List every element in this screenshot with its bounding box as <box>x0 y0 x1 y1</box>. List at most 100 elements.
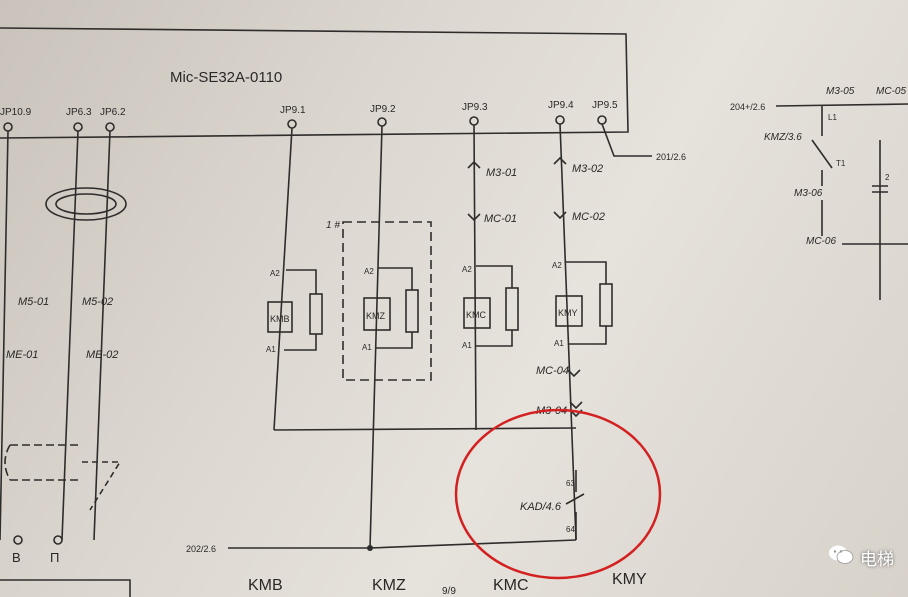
suppressor <box>309 293 323 335</box>
connector-label: MC-01 <box>484 213 517 225</box>
wire <box>61 130 79 541</box>
terminal-node <box>3 122 13 132</box>
frame-title: Mic-SE32A-0110 <box>170 69 282 86</box>
pin-label: A2 <box>364 267 374 276</box>
wire <box>566 261 607 345</box>
terminal-node <box>53 535 63 545</box>
pin-label: A1 <box>266 345 276 354</box>
right-circuit: 204+/2.6 M3-05 MC-05 L1 KMZ/3.6 T1 M3-06… <box>730 86 908 300</box>
common-bus-top <box>273 427 577 431</box>
contact-label: KAD/4.6 <box>520 501 562 513</box>
wire-kmc <box>473 124 477 431</box>
suppressor <box>505 287 519 331</box>
coil-box <box>363 297 391 331</box>
connector-label: M3-06 <box>794 188 823 199</box>
wire <box>93 130 111 541</box>
bottom-label-kmb: KMB <box>248 577 283 594</box>
wire <box>284 269 317 351</box>
wire-kmy <box>559 123 577 541</box>
terminal-label: JP9.2 <box>370 104 396 115</box>
wire-kmz <box>369 125 383 549</box>
coil-label: KMC <box>466 310 487 320</box>
connector-label: M3-05 <box>826 86 855 97</box>
pin-label: 63 <box>566 479 575 488</box>
connector-label: M5-02 <box>82 296 113 308</box>
wire <box>476 265 513 347</box>
dashed-group-box <box>342 221 432 381</box>
terminal-label: JP6.3 <box>66 107 92 118</box>
page-number: 9/9 <box>442 586 456 597</box>
main-terminal-group: JP9.1 JP9.2 JP9.3 JP9.4 JP9.5 201/2.6 <box>280 100 686 162</box>
wire <box>821 200 908 245</box>
pin-label: T1 <box>836 159 846 168</box>
connector-label: ME-02 <box>86 349 118 361</box>
dashed-linkage <box>82 461 122 511</box>
coil-label: KMY <box>558 308 578 318</box>
wire <box>775 103 908 107</box>
ref-label: 204+/2.6 <box>730 102 765 112</box>
bottom-label-kmy: KMY <box>612 571 647 588</box>
terminal-label: JP9.1 <box>280 105 306 116</box>
terminal-node <box>13 535 23 545</box>
coil-box <box>267 301 293 333</box>
pin-label: 64 <box>566 525 575 534</box>
terminal-label: JP6.2 <box>100 107 126 118</box>
terminal-label: П <box>50 550 59 565</box>
capacitor <box>872 140 888 300</box>
terminal-node <box>597 115 607 125</box>
junction-dot <box>367 545 373 551</box>
connector-label: MC-04 <box>536 365 569 377</box>
connector-arrows <box>467 156 567 222</box>
wechat-icon <box>828 544 854 571</box>
watermark: 电梯 <box>828 544 894 571</box>
pin-label: A1 <box>462 341 472 350</box>
common-bus-bottom <box>228 539 577 549</box>
coil-box <box>463 297 491 329</box>
module-frame <box>0 27 629 139</box>
current-transformer-ring <box>45 187 127 221</box>
pin-label: A1 <box>554 339 564 348</box>
wire <box>601 123 652 157</box>
coil-kmb: KMB A2 A1 <box>266 269 323 354</box>
pin-label: A2 <box>462 265 472 274</box>
suppressor <box>599 283 613 327</box>
connector-label: M5-01 <box>18 296 49 308</box>
coil-kmz: KMZ A2 A1 <box>362 267 419 352</box>
coil-box <box>555 295 583 327</box>
terminal-node <box>377 117 387 127</box>
wire <box>0 130 9 541</box>
coil-label: KMB <box>270 314 290 324</box>
terminal-label: JP10.9 <box>0 107 32 118</box>
contact <box>811 106 833 186</box>
suppressor <box>405 289 419 333</box>
connector-label: M3-01 <box>486 167 517 179</box>
terminal-label: JP9.5 <box>592 100 618 111</box>
highlight-circle <box>454 408 662 580</box>
connector-label: ME-01 <box>6 349 38 361</box>
coil-kmy: KMY A2 A1 <box>552 261 613 348</box>
connector-label: MC-02 <box>572 211 605 223</box>
bottom-label-kmz: KMZ <box>372 577 406 594</box>
left-terminal-group: JP10.9 JP6.3 JP6.2 M5-01 M5-02 ME-01 ME-… <box>0 107 131 597</box>
watermark-text: 电梯 <box>860 550 894 570</box>
wire <box>0 579 131 597</box>
terminal-label: JP9.4 <box>548 100 574 111</box>
coil-label: KMZ <box>366 311 386 321</box>
terminal-node <box>105 122 115 132</box>
wire <box>376 267 413 349</box>
wire-kmb <box>273 127 293 431</box>
terminal-node <box>287 119 297 129</box>
connector-label: MC-06 <box>806 236 836 247</box>
pin-label: A2 <box>270 269 280 278</box>
bottom-label-kmc: KMC <box>493 577 529 594</box>
pin-label: L1 <box>828 113 837 122</box>
coil-kmc: KMC A2 A1 <box>462 265 519 350</box>
relay-contact <box>565 470 585 540</box>
connector-label: M3-02 <box>572 163 603 175</box>
pin-label: A2 <box>552 261 562 270</box>
ref-label: KMZ/3.6 <box>764 132 802 143</box>
pin-label: 2 <box>885 173 890 182</box>
current-transformer-ring-inner <box>55 193 117 215</box>
